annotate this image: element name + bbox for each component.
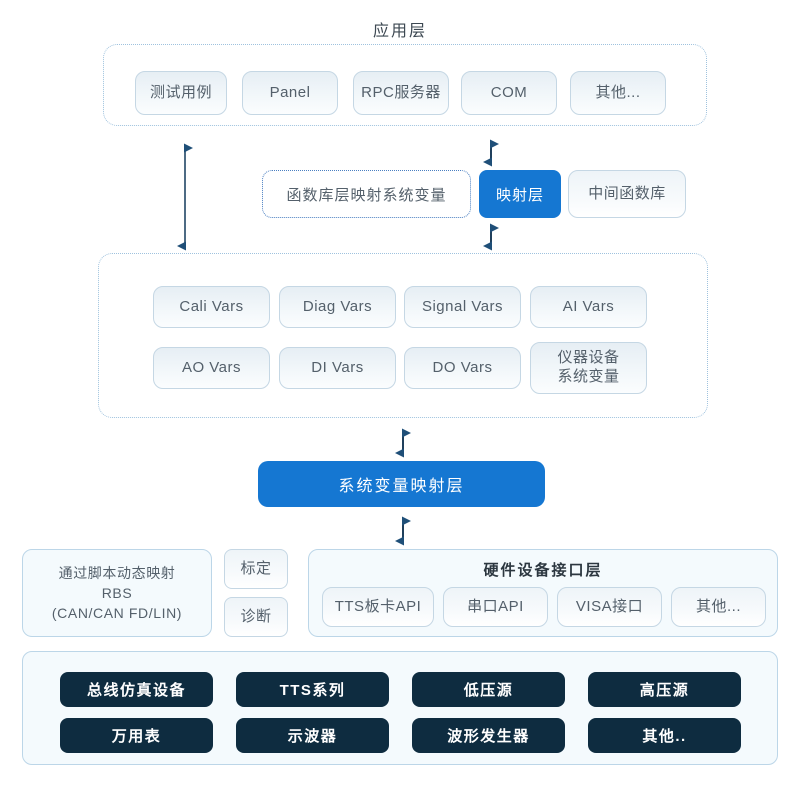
- device-low-voltage-source[interactable]: 低压源: [412, 672, 565, 707]
- script-mapping-line3: (CAN/CAN FD/LIN): [51, 605, 183, 622]
- device-multimeter[interactable]: 万用表: [60, 718, 213, 753]
- app-item-com[interactable]: COM: [461, 71, 557, 115]
- app-item-panel[interactable]: Panel: [242, 71, 338, 115]
- app-to-mapping-arrow: [483, 139, 499, 167]
- app-item-rpc-server[interactable]: RPC服务器: [353, 71, 449, 115]
- device-tts-series[interactable]: TTS系列: [236, 672, 389, 707]
- app-item-test-case[interactable]: 测试用例: [135, 71, 227, 115]
- script-dynamic-mapping-box: 通过脚本动态映射 RBS (CAN/CAN FD/LIN): [22, 549, 212, 637]
- calibration-chip[interactable]: 标定: [224, 549, 288, 589]
- device-high-voltage-source[interactable]: 高压源: [588, 672, 741, 707]
- hw-item-serial-api[interactable]: 串口API: [443, 587, 548, 627]
- var-instrument-device-line2: 系统变量: [557, 368, 620, 385]
- var-instrument-device[interactable]: 仪器设备 系统变量: [530, 342, 647, 394]
- var-ao[interactable]: AO Vars: [153, 347, 270, 389]
- mapping-to-vars-arrow: [483, 223, 499, 251]
- var-do[interactable]: DO Vars: [404, 347, 521, 389]
- device-waveform-generator[interactable]: 波形发生器: [412, 718, 565, 753]
- device-oscilloscope[interactable]: 示波器: [236, 718, 389, 753]
- device-other[interactable]: 其他..: [588, 718, 741, 753]
- var-diag[interactable]: Diag Vars: [279, 286, 396, 328]
- hw-item-tts-board-api[interactable]: TTS板卡API: [322, 587, 434, 627]
- var-ai[interactable]: AI Vars: [530, 286, 647, 328]
- system-variable-mapping-layer[interactable]: 系统变量映射层: [258, 461, 545, 507]
- diagnosis-chip[interactable]: 诊断: [224, 597, 288, 637]
- app-item-other[interactable]: 其他...: [570, 71, 666, 115]
- app-to-vars-long-arrow: [177, 143, 193, 251]
- var-di[interactable]: DI Vars: [279, 347, 396, 389]
- vars-to-sysmap-arrow: [395, 428, 411, 458]
- var-instrument-device-line1: 仪器设备: [557, 349, 620, 367]
- mapping-layer-box[interactable]: 映射层: [479, 170, 561, 218]
- function-library-mapping-box: 函数库层映射系统变量: [262, 170, 471, 218]
- script-mapping-line1: 通过脚本动态映射: [58, 564, 176, 581]
- middle-function-library-box[interactable]: 中间函数库: [568, 170, 686, 218]
- hw-item-visa-interface[interactable]: VISA接口: [557, 587, 662, 627]
- application-layer-title: 应用层: [372, 23, 427, 40]
- var-cali[interactable]: Cali Vars: [153, 286, 270, 328]
- var-signal[interactable]: Signal Vars: [404, 286, 521, 328]
- script-mapping-line2: RBS: [101, 584, 133, 601]
- hardware-interface-layer-title: 硬件设备接口层: [483, 562, 603, 579]
- hw-item-other[interactable]: 其他...: [671, 587, 766, 627]
- device-bus-simulation[interactable]: 总线仿真设备: [60, 672, 213, 707]
- sysmap-to-hardware-arrow: [395, 516, 411, 546]
